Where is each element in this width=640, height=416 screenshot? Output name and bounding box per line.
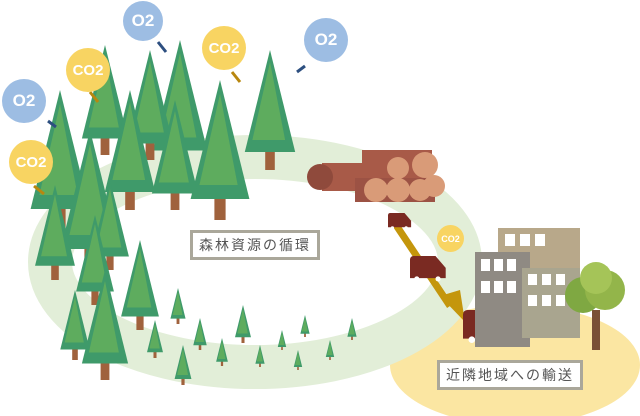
o2-bubble: O2 — [123, 1, 163, 41]
conifer-tree — [126, 50, 174, 160]
transport-label: 近隣地域への輸送 — [437, 360, 583, 390]
o2-arrows — [47, 41, 306, 129]
broadleaf-tree — [565, 262, 625, 350]
conifer-tree — [277, 330, 287, 350]
conifer-tree — [121, 240, 159, 330]
conifer-tree — [81, 45, 129, 155]
conifer-tree — [293, 350, 303, 370]
co2-bubble: CO2 — [66, 48, 110, 92]
conifer-tree — [35, 185, 75, 280]
conifer-tree — [151, 100, 199, 210]
truck-icon — [388, 213, 412, 230]
conifer-tree — [104, 90, 156, 210]
co2-bubble: CO2 — [9, 140, 53, 184]
truck-icon — [410, 256, 446, 282]
conifer-tree — [300, 315, 310, 337]
o2-bubble: O2 — [304, 18, 348, 62]
co2-bubble-small: CO2 — [437, 225, 464, 252]
conifer-tree — [147, 320, 163, 358]
conifer-tree — [244, 50, 296, 170]
co2-arrows — [33, 71, 242, 196]
o2-bubble: O2 — [2, 79, 46, 123]
conifer-tree — [170, 288, 186, 324]
conifer-tree — [190, 80, 250, 220]
conifer-tree — [325, 340, 335, 360]
conifer-tree — [216, 338, 228, 366]
conifer-tree — [255, 345, 265, 367]
conifer-tree — [81, 270, 129, 380]
conifer-tree — [174, 345, 192, 385]
conifer-tree — [91, 180, 129, 270]
conifer-tree — [60, 290, 90, 360]
co2-bubble: CO2 — [202, 26, 246, 70]
conifer-tree — [235, 305, 251, 343]
forest — [30, 40, 357, 385]
forest-cycle-label: 森林資源の循環 — [190, 230, 320, 260]
logs — [307, 150, 445, 202]
conifer-tree — [347, 318, 357, 340]
conifer-tree — [193, 318, 207, 350]
buildings — [475, 228, 580, 347]
